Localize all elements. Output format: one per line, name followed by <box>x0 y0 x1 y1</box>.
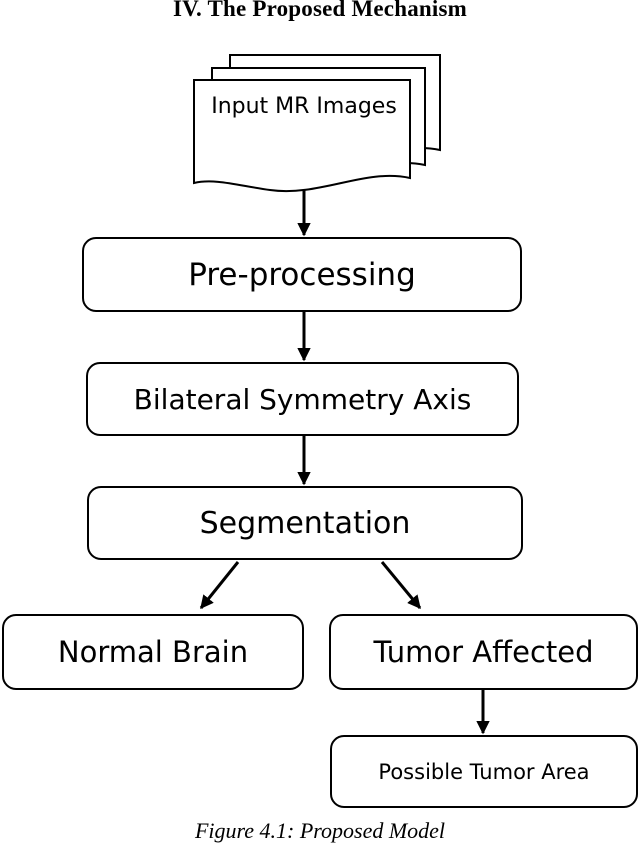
arrow-segmentation-to-tumor <box>380 561 422 610</box>
arrow-segmentation-to-normal <box>199 561 240 610</box>
section-title: IV. The Proposed Mechanism <box>172 0 467 21</box>
figure-caption: Figure 4.1: Proposed Model <box>194 818 446 843</box>
node-input-label: Input MR Images <box>211 94 397 119</box>
node-symmetry-label: Bilateral Symmetry Axis <box>133 382 472 416</box>
node-normal-brain: Normal Brain <box>2 614 304 690</box>
node-symmetry: Bilateral Symmetry Axis <box>86 362 519 436</box>
node-segmentation: Segmentation <box>87 486 523 560</box>
node-possible-tumor-area-label: Possible Tumor Area <box>378 759 590 784</box>
node-preprocessing: Pre-processing <box>82 237 522 312</box>
node-tumor-affected-label: Tumor Affected <box>373 635 594 669</box>
node-normal-brain-label: Normal Brain <box>57 635 249 669</box>
node-possible-tumor-area: Possible Tumor Area <box>330 735 638 808</box>
input-document-stack <box>193 54 441 193</box>
node-segmentation-label: Segmentation <box>199 505 411 541</box>
document-sheet-front <box>193 79 411 193</box>
node-preprocessing-label: Pre-processing <box>188 256 416 293</box>
node-tumor-affected: Tumor Affected <box>329 614 638 690</box>
